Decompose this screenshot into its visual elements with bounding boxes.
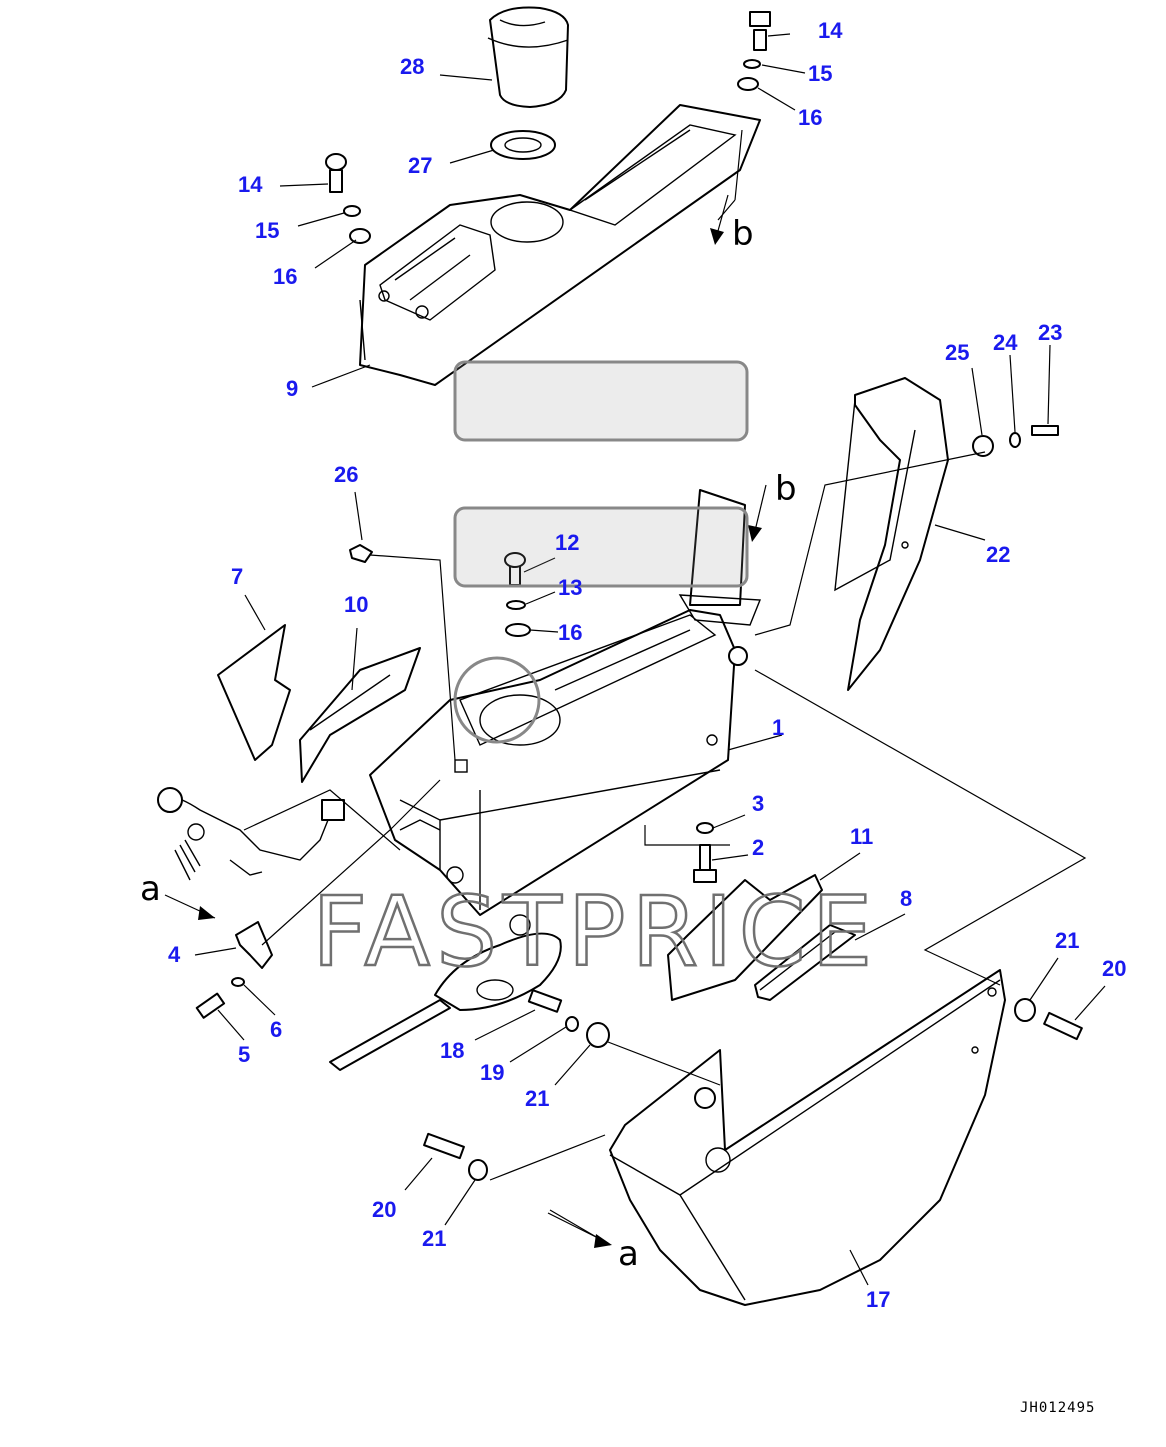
- callout-labels: 28 27 14 15 16 14 15 16 9 25 24 23 26 12…: [168, 18, 1126, 1312]
- callout-7: 7: [231, 564, 243, 589]
- callout-25: 25: [945, 340, 969, 365]
- callout-5: 5: [238, 1042, 250, 1067]
- callout-22: 22: [986, 542, 1010, 567]
- callout-16-top: 16: [798, 105, 822, 130]
- panel-part-7: [217, 624, 291, 761]
- reference-letters: a a b b: [140, 214, 797, 1274]
- callout-19: 19: [480, 1060, 504, 1085]
- callout-20-right: 20: [1102, 956, 1126, 981]
- callout-13: 13: [558, 575, 582, 600]
- ref-b-mid: b: [775, 469, 797, 509]
- callout-10: 10: [344, 592, 368, 617]
- ref-a-left: a: [140, 869, 161, 909]
- ring-part-27: [490, 130, 556, 160]
- callout-14-left: 14: [238, 172, 263, 197]
- callout-14-top: 14: [818, 18, 843, 43]
- callout-18: 18: [440, 1038, 464, 1063]
- callout-9: 9: [286, 376, 298, 401]
- callout-24: 24: [993, 330, 1018, 355]
- callout-21-mid: 21: [525, 1086, 549, 1111]
- watermark: FASTPRICE: [311, 360, 878, 989]
- lower-cover-part-17: [609, 969, 1006, 1306]
- wiring-harness: [157, 787, 345, 881]
- callout-23: 23: [1038, 320, 1062, 345]
- drawing-code: JH012495: [1020, 1400, 1095, 1416]
- callout-15-left: 15: [255, 218, 279, 243]
- console-frame-part-1: [369, 489, 762, 916]
- panel-part-10: [299, 647, 421, 783]
- leader-lines: [194, 33, 1106, 1286]
- lever-assembly: [329, 914, 562, 1071]
- ref-b-top: b: [732, 214, 754, 254]
- watermark-text: FASTPRICE: [312, 876, 878, 988]
- knob-part-28: [487, 6, 569, 108]
- callout-1: 1: [772, 715, 784, 740]
- ref-a-bottom: a: [618, 1234, 639, 1274]
- callout-17: 17: [866, 1287, 890, 1312]
- reference-arrows: [164, 194, 767, 1248]
- callout-6: 6: [270, 1017, 282, 1042]
- callout-26: 26: [334, 462, 358, 487]
- callout-3: 3: [752, 791, 764, 816]
- callout-15-top: 15: [808, 61, 832, 86]
- callout-8: 8: [900, 886, 912, 911]
- callout-12: 12: [555, 530, 579, 555]
- callout-11: 11: [850, 824, 873, 849]
- console-cover-part-9: [359, 104, 761, 386]
- fasteners: [195, 11, 1083, 1181]
- callout-21-left: 21: [422, 1226, 446, 1251]
- callout-20-left: 20: [372, 1197, 396, 1222]
- callout-16-left: 16: [273, 264, 297, 289]
- bracket-part-8: [754, 924, 856, 1001]
- callout-27: 27: [408, 153, 432, 178]
- callout-16-mid: 16: [558, 620, 582, 645]
- callout-21-right: 21: [1055, 928, 1079, 953]
- callout-28: 28: [400, 54, 424, 79]
- callout-2: 2: [752, 835, 764, 860]
- side-cover-part-22: [834, 377, 949, 691]
- callout-4: 4: [168, 942, 181, 967]
- cover-part-11: [667, 874, 823, 1001]
